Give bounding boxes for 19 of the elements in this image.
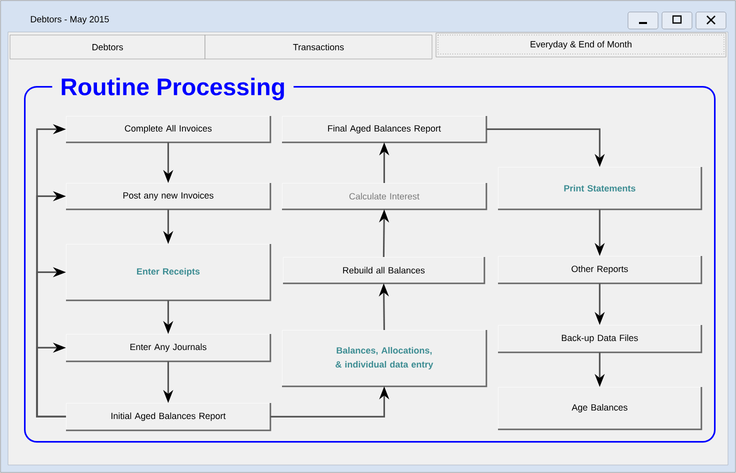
arrow (36, 342, 66, 418)
tab: Everyday & End of Month (436, 32, 726, 58)
process-button: Other Reports (498, 256, 702, 284)
process-button: Complete All Invoices (66, 116, 272, 144)
process-button: Age Balances (498, 387, 702, 430)
process-button: Initial Aged Balances Report (66, 403, 272, 432)
process-button: Print Statements (498, 167, 702, 210)
process-button: Back-up Data Files (498, 325, 702, 354)
tab: Transactions (204, 34, 432, 60)
process-button: Enter Any Journals (66, 334, 272, 362)
process-button: Calculate Interest (282, 183, 488, 210)
window-title: Debtors - May 2015 (30, 16, 109, 24)
tab: Debtors (10, 34, 206, 60)
process-button: Post any new Invoices (66, 183, 272, 210)
group-heading: Routine Processing (52, 76, 294, 102)
process-button: Enter Receipts (66, 244, 272, 302)
process-button: Balances, Allocations, & individual data entry (282, 330, 488, 388)
process-button: Final Aged Balances Report (282, 116, 488, 144)
process-button: Rebuild all Balances (283, 257, 486, 284)
